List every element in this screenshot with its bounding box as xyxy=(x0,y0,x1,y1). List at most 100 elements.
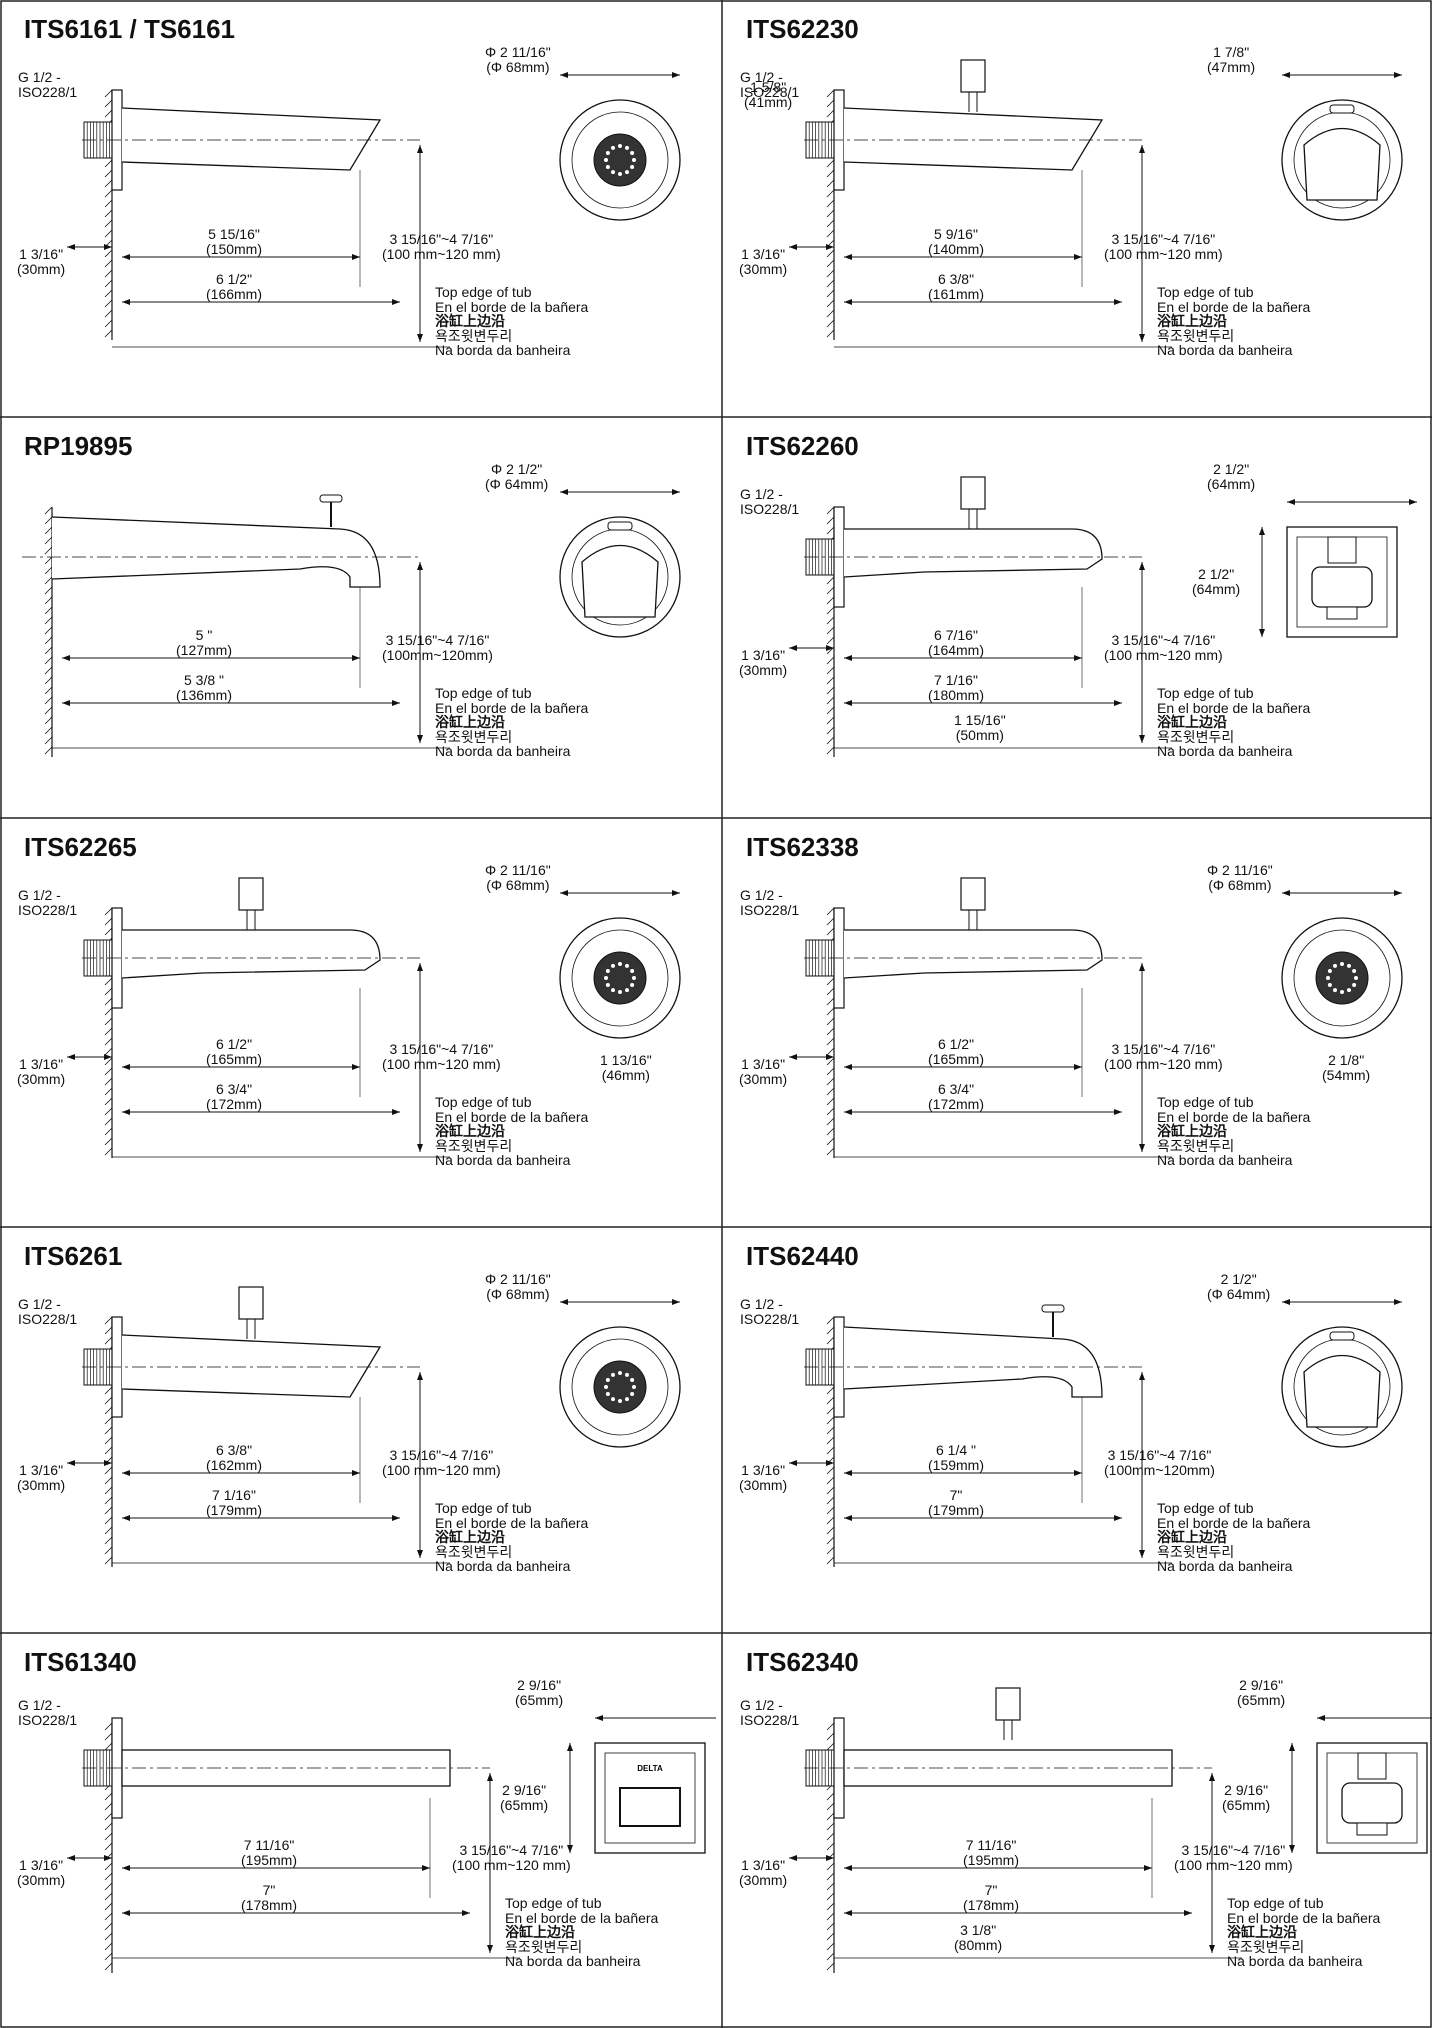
spout-diagram-its6261: ITS6261 G 1/2 -ISO228/1 6 3/8"(162mm) 7 1/1… xyxy=(0,1227,716,1633)
dim-length-1: 6 3/8"(162mm) xyxy=(206,1442,263,1473)
dim-diameter: 2 1/2"(64mm) xyxy=(1207,461,1256,492)
tub-label-line: En el borde de la bañera xyxy=(1157,699,1311,716)
dim-length-2: 7 1/16"(179mm) xyxy=(206,1487,263,1518)
tub-label-line: 욕조윗변두리 xyxy=(1227,1938,1305,1955)
model-title: ITS6261 xyxy=(24,1241,123,1271)
tub-label-line: Na borda da banheira xyxy=(435,1558,571,1574)
dim-diameter: 2 1/2"(Φ 64mm) xyxy=(1207,1271,1271,1302)
tub-label-line: Na borda da banheira xyxy=(435,342,571,358)
thread-spec-label: G 1/2 -ISO228/1 xyxy=(740,1697,800,1728)
tub-label-line: En el borde de la bañera xyxy=(435,298,589,315)
thread-spec-label: G 1/2 -ISO228/1 xyxy=(18,887,78,918)
side-view xyxy=(559,1299,681,1448)
model-title: ITS62230 xyxy=(746,14,859,44)
tub-label-line: En el borde de la bañera xyxy=(505,1909,659,1926)
tub-label-line: En el borde de la bañera xyxy=(1157,1108,1311,1125)
model-title: RP19895 xyxy=(24,431,133,461)
tub-label-line: Top edge of tub xyxy=(1157,1500,1254,1516)
brand-logo: DELTA xyxy=(637,1764,663,1773)
dim-height-range: 3 15/16"~4 7/16"(100 mm~120 mm) xyxy=(1104,632,1223,663)
dim-diameter: Φ 2 11/16"(Φ 68mm) xyxy=(485,1271,551,1302)
tub-label-line: 浴缸上边沿 xyxy=(435,714,505,730)
dim-diameter: 1 7/8"(47mm) xyxy=(1207,44,1256,75)
dim-length-2: 7"(178mm) xyxy=(963,1882,1020,1913)
tub-label-line: 욕조윗변두리 xyxy=(1157,327,1235,344)
dim-height-range: 3 15/16"~4 7/16"(100 mm~120 mm) xyxy=(1104,1041,1223,1072)
tub-label-line: 욕조윗변두리 xyxy=(1157,728,1235,745)
dim-wall-offset: 1 3/16"(30mm) xyxy=(739,1462,788,1493)
tub-label-line: 욕조윗변두리 xyxy=(435,728,513,745)
model-title: ITS62265 xyxy=(24,832,137,862)
tub-label-line: Top edge of tub xyxy=(435,1094,532,1110)
tub-label-line: 浴缸上边沿 xyxy=(435,1123,505,1139)
tub-label-line: Top edge of tub xyxy=(435,1500,532,1516)
tub-label-line: Na borda da banheira xyxy=(505,1953,641,1969)
thread-spec-label: G 1/2 -ISO228/1 xyxy=(740,69,800,100)
tub-label-line: Top edge of tub xyxy=(435,685,532,701)
tub-label-line: Na borda da banheira xyxy=(1157,1152,1293,1168)
dim-height-range: 3 15/16"~4 7/16"(100 mm~120 mm) xyxy=(1174,1842,1293,1873)
dim-wall-offset: 1 3/16"(30mm) xyxy=(739,246,788,277)
spout-drawing xyxy=(67,877,681,1158)
tub-label-line: 浴缸上边沿 xyxy=(1227,1924,1297,1940)
tub-label-line: 욕조윗변두리 xyxy=(435,1137,513,1154)
dim-extra-2: 1 15/16"(50mm) xyxy=(954,712,1006,743)
dim-length-2: 6 3/4"(172mm) xyxy=(206,1081,263,1112)
thread-spec-label: G 1/2 -ISO228/1 xyxy=(18,69,78,100)
model-title: ITS61340 xyxy=(24,1647,137,1677)
dim-height-range: 3 15/16"~4 7/16"(100 mm~120 mm) xyxy=(382,1447,501,1478)
dim-length-1: 6 1/4 "(159mm) xyxy=(928,1442,985,1473)
model-title: ITS62440 xyxy=(746,1241,859,1271)
dim-height-range: 3 15/16"~4 7/16"(100 mm~120 mm) xyxy=(382,231,501,262)
dim-length-1: 6 7/16"(164mm) xyxy=(928,627,985,658)
thread-spec-label: G 1/2 -ISO228/1 xyxy=(740,887,800,918)
dim-diameter: Φ 2 11/16"(Φ 68mm) xyxy=(485,862,551,893)
dim-diameter: Φ 2 11/16"(Φ 68mm) xyxy=(485,44,551,75)
dim-length-2: 6 3/4"(172mm) xyxy=(928,1081,985,1112)
dim-height-range: 3 15/16"~4 7/16"(100 mm~120 mm) xyxy=(1104,231,1223,262)
tub-label-line: 욕조윗변두리 xyxy=(435,1543,513,1560)
dim-extra-1: 2 9/16"(65mm) xyxy=(1222,1782,1271,1813)
tub-label-line: Na borda da banheira xyxy=(1227,1953,1363,1969)
dim-height-range: 3 15/16"~4 7/16"(100mm~120mm) xyxy=(1104,1447,1215,1478)
side-view xyxy=(559,72,681,221)
spout-drawing xyxy=(789,59,1403,348)
thread-spec-label: G 1/2 -ISO228/1 xyxy=(740,1296,800,1327)
side-view xyxy=(1281,72,1403,221)
spout-drawing xyxy=(789,1687,1432,1973)
thread-spec-label: G 1/2 -ISO228/1 xyxy=(18,1296,78,1327)
model-title: ITS62340 xyxy=(746,1647,859,1677)
tub-label-line: 浴缸上边沿 xyxy=(435,1529,505,1545)
dim-length-2: 6 1/2"(166mm) xyxy=(206,271,263,302)
tub-label-line: Na borda da banheira xyxy=(435,1152,571,1168)
side-view: DELTA xyxy=(567,1715,716,1854)
spout-drawing xyxy=(22,489,681,757)
dim-length-1: 7 11/16"(195mm) xyxy=(963,1837,1020,1868)
tub-label-line: Top edge of tub xyxy=(435,284,532,300)
side-view xyxy=(1281,890,1403,1039)
tub-label-line: 浴缸上边沿 xyxy=(435,313,505,329)
dim-wall-offset: 1 3/16"(30mm) xyxy=(739,1056,788,1087)
dim-extra-1: 2 1/8"(54mm) xyxy=(1322,1052,1371,1083)
dim-length-1: 5 15/16"(150mm) xyxy=(206,226,263,257)
tub-label-line: 욕조윗변두리 xyxy=(1157,1137,1235,1154)
model-title: ITS6161 / TS6161 xyxy=(24,14,236,44)
dim-wall-offset: 1 3/16"(30mm) xyxy=(17,1857,66,1888)
dim-length-2: 5 3/8 "(136mm) xyxy=(176,672,233,703)
tub-label-line: En el borde de la bañera xyxy=(435,1108,589,1125)
dim-height-range: 3 15/16"~4 7/16"(100 mm~120 mm) xyxy=(382,1041,501,1072)
tub-label-line: Na borda da banheira xyxy=(1157,1558,1293,1574)
tub-label-line: Na borda da banheira xyxy=(1157,342,1293,358)
